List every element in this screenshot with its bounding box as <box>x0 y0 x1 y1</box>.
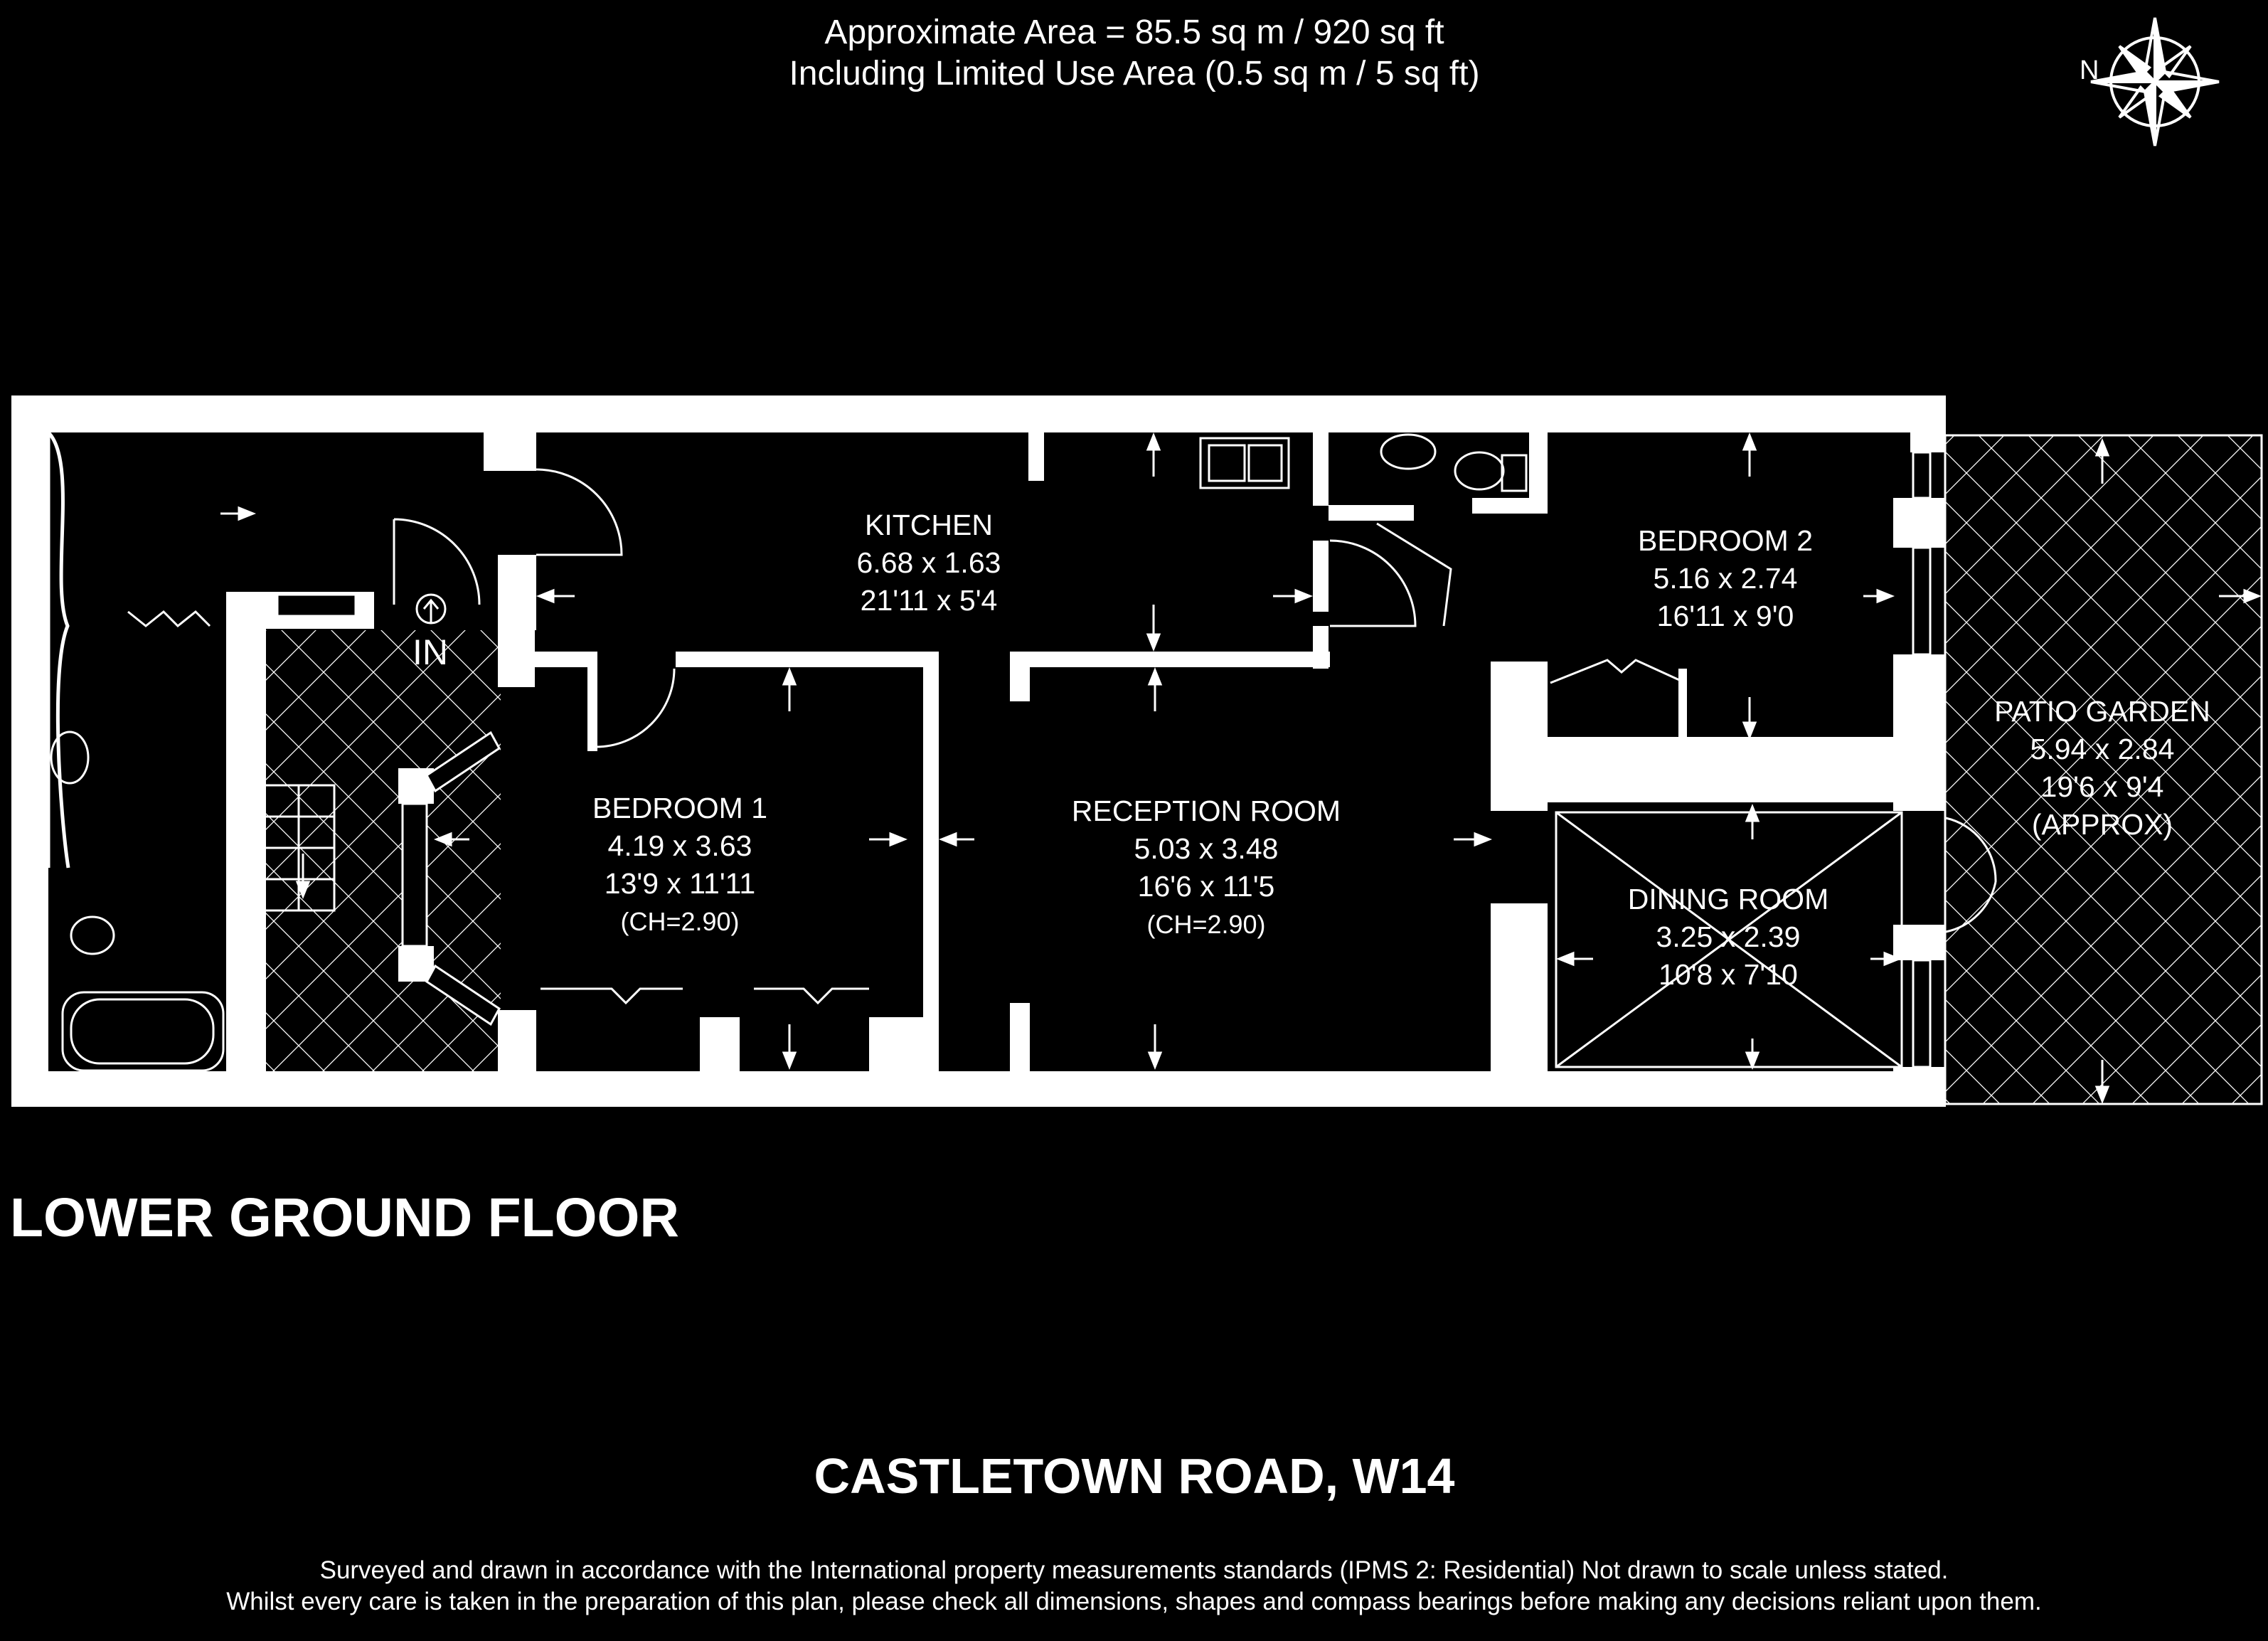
reception-metric: 5.03 x 3.48 <box>1134 832 1279 865</box>
bedroom-2-metric: 5.16 x 2.74 <box>1653 562 1798 595</box>
limited-use-area-text: Including Limited Use Area (0.5 sq m / 5… <box>789 55 1480 92</box>
stair-area <box>266 630 501 1104</box>
entrance-label: IN <box>412 632 448 672</box>
exterior-walls <box>11 395 1946 1107</box>
floor-label: LOWER GROUND FLOOR <box>10 1187 680 1248</box>
kitchen-imperial: 21'11 x 5'4 <box>860 584 998 617</box>
windows <box>276 451 1932 1068</box>
dining-metric: 3.25 x 2.39 <box>1656 920 1801 953</box>
reception-ceiling-height: (CH=2.90) <box>1146 910 1266 939</box>
bedroom-1-name: BEDROOM 1 <box>592 792 768 824</box>
bedroom-2-imperial: 16'11 x 9'0 <box>1656 600 1794 632</box>
dining-table <box>1555 811 1903 1068</box>
bedroom-1-imperial: 13'9 x 11'11 <box>604 867 756 900</box>
patio-garden-imperial: 19'6 x 9'4 <box>2040 770 2164 803</box>
entrance-arrow-icon <box>415 593 447 625</box>
bedroom-1-metric: 4.19 x 3.63 <box>607 829 752 862</box>
disclaimer-line-1: Surveyed and drawn in accordance with th… <box>319 1556 1949 1584</box>
bathroom-curved-wall <box>47 431 70 869</box>
room-reception: RECEPTION ROOM 5.03 x 3.48 16'6 x 11'5 (… <box>1007 792 1405 943</box>
patio-garden-note: (APPROX) <box>2031 808 2173 841</box>
room-bedroom-1: BEDROOM 1 4.19 x 3.63 13'9 x 11'11 (CH=2… <box>481 790 879 940</box>
disclaimer-line-2: Whilst every care is taken in the prepar… <box>226 1588 2042 1615</box>
bedroom-1-ceiling-height: (CH=2.90) <box>620 907 740 936</box>
kitchen-name: KITCHEN <box>865 509 993 541</box>
staircase <box>262 784 336 912</box>
reception-imperial: 16'6 x 11'5 <box>1137 870 1275 903</box>
wc-fixtures <box>1380 433 1528 492</box>
interior-walls <box>226 431 1946 1107</box>
address-title: CASTLETOWN ROAD, W14 <box>814 1448 1455 1504</box>
room-kitchen: KITCHEN 6.68 x 1.63 21'11 x 5'4 <box>730 506 1128 620</box>
dimension-arrows <box>220 432 2262 1105</box>
reception-name: RECEPTION ROOM <box>1071 795 1341 827</box>
room-dining: DINING ROOM 3.25 x 2.39 10'8 x 7'10 <box>1529 881 1927 994</box>
room-patio-garden: PATIO GARDEN 5.94 x 2.84 19'6 x 9'4 (APP… <box>1903 693 2268 844</box>
kitchen-sink-icon <box>1199 437 1290 489</box>
approximate-area-text: Approximate Area = 85.5 sq m / 920 sq ft <box>824 14 1444 51</box>
doors <box>393 468 1997 1005</box>
kitchen-metric: 6.68 x 1.63 <box>856 546 1001 579</box>
dining-imperial: 10'8 x 7'10 <box>1659 958 1798 991</box>
dining-name: DINING ROOM <box>1627 883 1829 915</box>
disclaimer: Surveyed and drawn in accordance with th… <box>0 1555 2268 1618</box>
bedroom-2-name: BEDROOM 2 <box>1637 524 1814 557</box>
bathroom-fixtures <box>50 610 225 1072</box>
patio-garden-name: PATIO GARDEN <box>1994 695 2210 728</box>
patio-garden-metric: 5.94 x 2.84 <box>2030 733 2175 765</box>
patio-garden-area <box>1944 434 2263 1105</box>
room-bedroom-2: BEDROOM 2 5.16 x 2.74 16'11 x 9'0 <box>1526 522 1924 635</box>
